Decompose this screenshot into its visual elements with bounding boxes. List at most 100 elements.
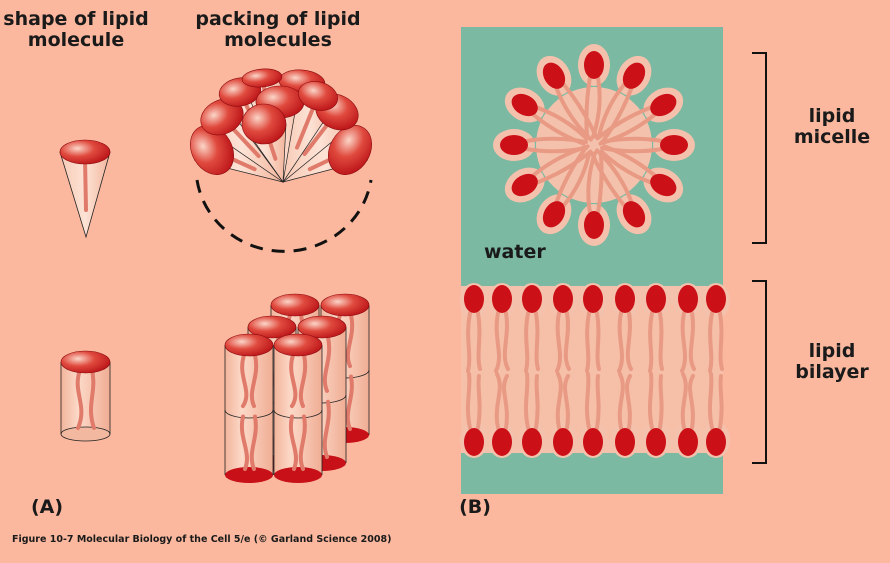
lipid-micelle	[493, 44, 695, 246]
micelle-tail	[524, 146, 588, 154]
packed-cone-head	[190, 125, 234, 175]
micelle-tail	[531, 112, 586, 146]
bilayer-tail	[524, 372, 530, 430]
bilayer-tail	[708, 311, 714, 373]
bilayer-tail	[648, 372, 654, 430]
bilayer-label: lipid bilayer	[782, 340, 882, 384]
micelle-head	[650, 93, 677, 117]
micelle-tail	[535, 105, 589, 141]
bilayer-tail	[476, 311, 482, 371]
panel-b-label: (B)	[459, 496, 491, 518]
cylinder-head	[273, 333, 323, 357]
micelle-tail	[596, 82, 627, 139]
packed-cone-head	[200, 98, 244, 136]
bilayer-tail	[585, 372, 591, 430]
bilayer-tail	[563, 311, 571, 371]
micelle-tail	[584, 75, 592, 139]
bilayer-head	[553, 285, 573, 313]
bilayer-label-line1: lipid	[808, 340, 856, 362]
bilayer-head	[706, 428, 726, 456]
micelle-head	[584, 51, 604, 79]
water-label: water	[484, 241, 546, 263]
micelle-tail	[561, 82, 599, 139]
bilayer-tail	[466, 372, 472, 430]
cylinder-head	[270, 293, 320, 317]
cylinder-body	[274, 345, 322, 475]
cylinder-seam	[273, 409, 323, 419]
shape-title: shape of lipid molecule	[2, 8, 150, 52]
cylinder-tail	[249, 353, 259, 409]
bilayer-head	[464, 428, 484, 456]
cylinder-head	[224, 333, 274, 357]
stack-cylinder-front-left	[224, 333, 274, 483]
cylinder-tail	[345, 313, 355, 369]
cylinder-tail	[298, 353, 308, 409]
stack-cylinder-front-right	[273, 333, 323, 483]
bilayer-head	[678, 285, 698, 313]
bilayer-tail	[585, 311, 591, 373]
micelle-bracket	[752, 52, 767, 244]
bilayer-head	[615, 428, 635, 456]
micelle-head	[650, 173, 677, 197]
bilayer-tail	[476, 374, 482, 430]
bilayer-tail	[648, 311, 654, 373]
cylinder-head	[247, 315, 297, 339]
packing-title-line1: packing of lipid	[195, 8, 361, 30]
packed-cone-head	[328, 125, 372, 175]
cylinder-tail	[288, 414, 298, 471]
bilayer-tail	[595, 374, 601, 430]
bilayer-tail	[555, 372, 563, 430]
bilayer-head	[553, 428, 573, 456]
figure-caption: Figure 10-7 Molecular Biology of the Cel…	[12, 534, 392, 545]
cylinder-seam	[224, 409, 274, 419]
micelle-tail	[600, 136, 664, 144]
hemisphere-outline	[195, 179, 373, 253]
packing-title-line2: molecules	[224, 29, 332, 52]
packed-cone-head	[241, 103, 287, 145]
bilayer-tail	[688, 374, 695, 430]
bilayer-head	[615, 285, 635, 313]
shape-title-line1: shape of lipid	[3, 8, 149, 30]
micelle-head	[542, 62, 566, 89]
micelle-core	[536, 87, 652, 203]
cylinder-base	[225, 467, 273, 483]
cylinder-tail	[289, 353, 298, 409]
bilayer-head	[678, 428, 698, 456]
bilayer-tail	[502, 311, 510, 371]
cylinder-tail	[298, 414, 307, 471]
bilayer-head	[646, 285, 666, 313]
bilayer-label-line2: bilayer	[795, 361, 869, 384]
bilayer-tail	[625, 311, 633, 371]
cylinder-tail	[322, 399, 331, 459]
bilayer-bracket	[752, 280, 767, 464]
cylinder-body	[225, 345, 273, 475]
cylinder-tail	[240, 353, 249, 409]
micelle-head	[622, 201, 646, 228]
micelle-head	[511, 93, 538, 117]
cylinder-head	[297, 315, 347, 339]
bilayer-tail	[595, 311, 601, 371]
micelle-tail	[596, 151, 604, 215]
micelle-head	[622, 62, 646, 89]
bilayer-head	[706, 285, 726, 313]
bilayer-tail	[534, 311, 540, 371]
bilayer-head	[646, 428, 666, 456]
bilayer-head	[583, 428, 603, 456]
bilayer-tail	[563, 374, 570, 430]
bilayer-tail	[708, 372, 714, 430]
packed-cone-head	[241, 68, 283, 88]
micelle-head	[542, 201, 566, 228]
bilayer-tail	[680, 372, 688, 430]
packed-cone-head	[298, 81, 338, 111]
bilayer-tail	[494, 311, 501, 373]
micelle-label: lipid micelle	[782, 105, 882, 149]
cylinder-tail	[249, 414, 258, 471]
bilayer-tail	[718, 374, 724, 430]
bilayer-head	[492, 285, 512, 313]
micelle-label-line1: lipid	[808, 105, 856, 127]
shape-title-line2: molecule	[27, 29, 125, 52]
bilayer-tail	[494, 372, 502, 430]
micelle-head	[500, 135, 528, 155]
cylinder-base	[274, 467, 322, 483]
